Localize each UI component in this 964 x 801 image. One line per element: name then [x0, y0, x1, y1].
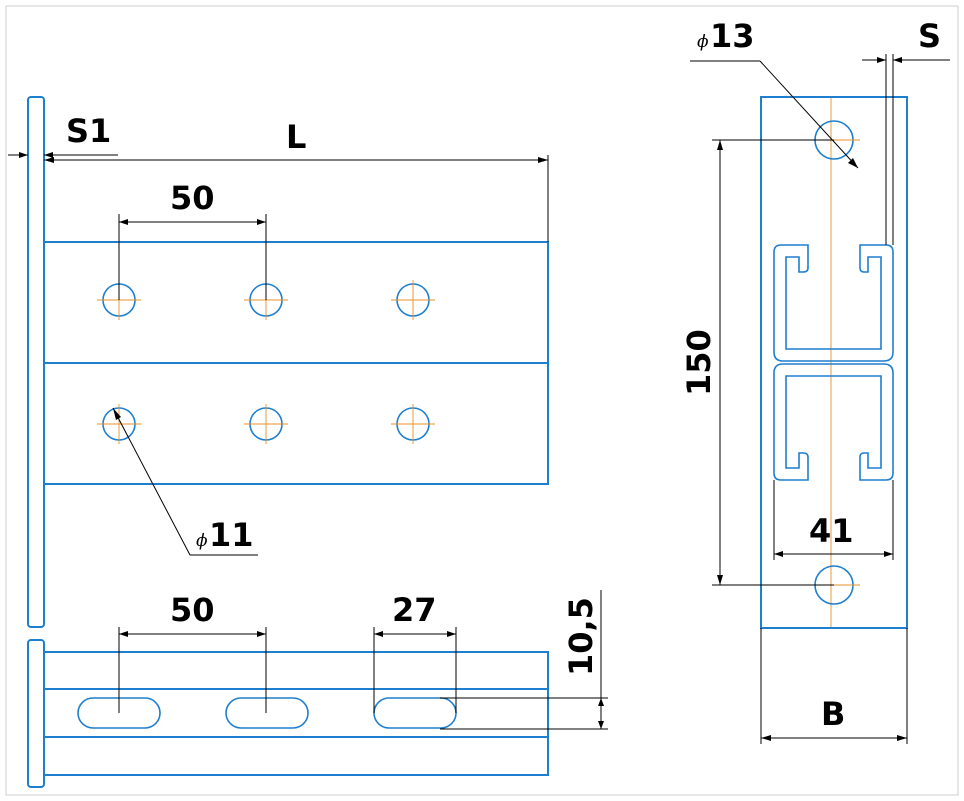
side-plate	[760, 96, 908, 629]
dim-label-pitch-bottom: 50	[170, 591, 215, 629]
dim-label-hole-13: 13	[710, 17, 755, 55]
drawing-border	[5, 5, 959, 796]
dim-label-l: L	[286, 118, 306, 156]
top-view: 50 27 10,5	[27, 590, 608, 788]
channel-profile	[773, 244, 894, 481]
dim-label-height: 150	[680, 329, 718, 396]
phi-symbol-11: ϕ	[196, 531, 208, 551]
side-view: ϕ 13 S 150 41 B	[680, 17, 950, 744]
dim-label-width-41: 41	[809, 512, 854, 550]
hole-row-bottom	[97, 404, 435, 444]
dim-label-slot-width: 10,5	[562, 597, 600, 676]
front-view: S1 L 50 ϕ 11	[8, 96, 549, 628]
slot	[373, 697, 457, 729]
dim-label-hole-11: 11	[209, 516, 254, 554]
dim-label-slot-length: 27	[392, 591, 437, 629]
base-plate	[27, 96, 45, 628]
base-plate-edge	[27, 639, 45, 788]
arm-top	[43, 651, 549, 776]
dim-label-s: S	[918, 17, 941, 55]
dim-label-pitch-top: 50	[170, 179, 215, 217]
dim-label-b: B	[821, 695, 845, 733]
slot	[225, 697, 309, 729]
phi-symbol-13: ϕ	[697, 32, 709, 52]
dim-label-s1: S1	[66, 112, 111, 150]
